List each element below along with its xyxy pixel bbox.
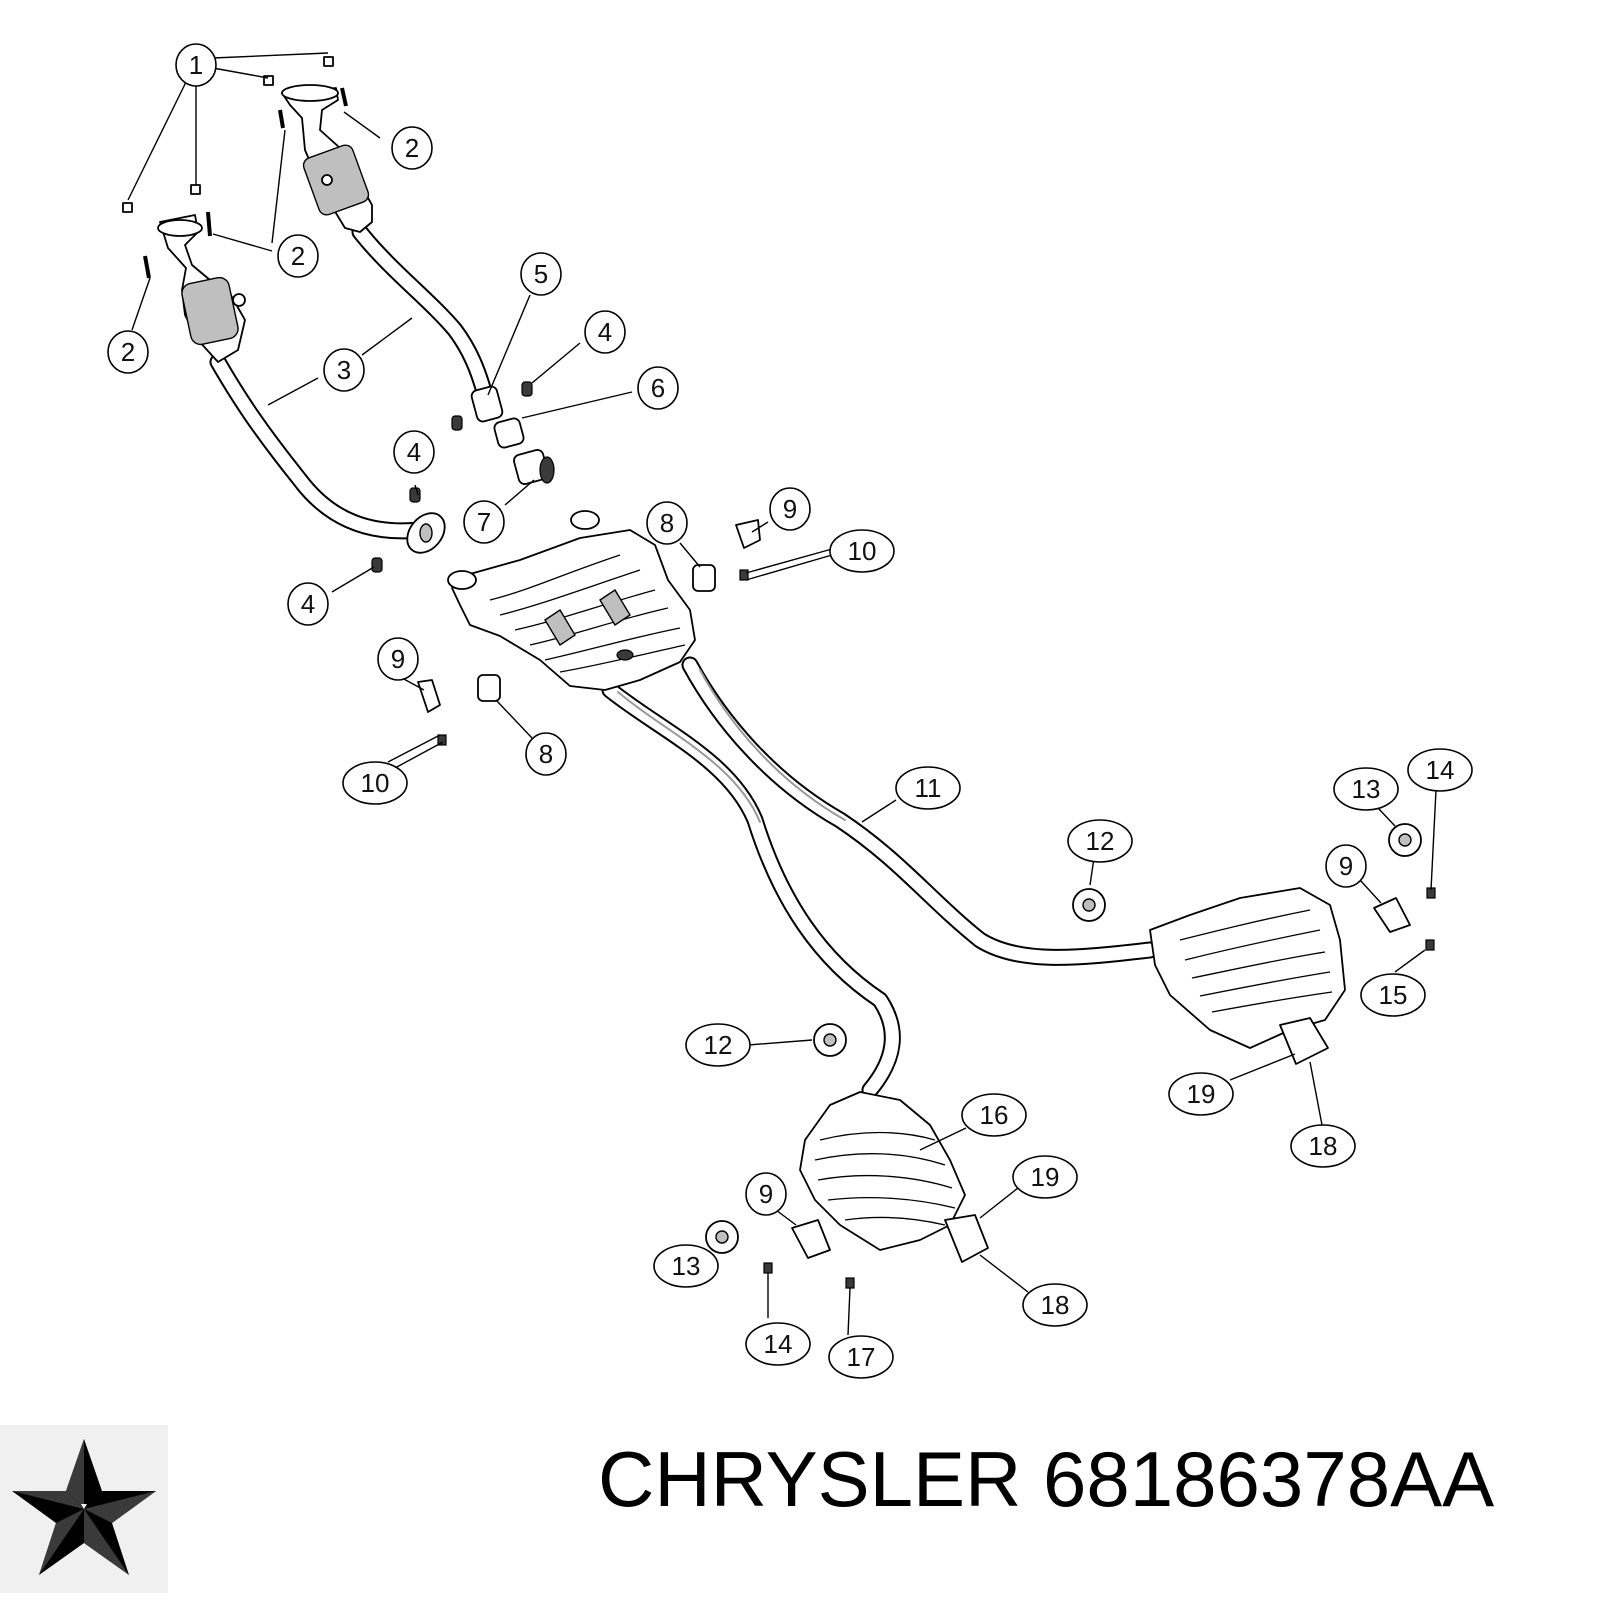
callout-9: 9 — [1325, 844, 1367, 888]
callout-3: 3 — [323, 348, 365, 392]
callout-label: 11 — [915, 773, 942, 803]
callout-label: 12 — [704, 1030, 733, 1060]
callout-label: 14 — [764, 1329, 793, 1359]
callout-label: 13 — [1352, 774, 1381, 804]
callout-label: 3 — [337, 355, 351, 385]
callout-label: 13 — [672, 1251, 701, 1281]
callout-label: 19 — [1187, 1079, 1216, 1109]
callout-18: 18 — [1290, 1124, 1356, 1168]
callout-label: 2 — [405, 133, 419, 163]
callout-10: 10 — [829, 529, 895, 573]
callout-label: 15 — [1379, 980, 1408, 1010]
callout-12: 12 — [1067, 819, 1133, 863]
callout-7: 7 — [463, 500, 505, 544]
callout-label: 14 — [1426, 755, 1455, 785]
callout-label: 18 — [1309, 1131, 1338, 1161]
callout-label: 9 — [1339, 851, 1353, 881]
callout-1: 1 — [175, 43, 217, 87]
callout-13: 13 — [1333, 767, 1399, 811]
callout-label: 2 — [291, 241, 305, 271]
callout-19: 19 — [1012, 1155, 1078, 1199]
callout-9: 9 — [745, 1172, 787, 1216]
callout-label: 19 — [1031, 1162, 1060, 1192]
callout-19: 19 — [1168, 1072, 1234, 1116]
callout-label: 8 — [660, 508, 674, 538]
callout-label: 9 — [783, 494, 797, 524]
callout-9: 9 — [377, 637, 419, 681]
callout-8: 8 — [525, 732, 567, 776]
callout-label: 10 — [848, 536, 877, 566]
callout-2: 2 — [277, 234, 319, 278]
callout-13: 13 — [653, 1244, 719, 1288]
callout-label: 10 — [361, 768, 390, 798]
callout-label: 4 — [407, 437, 421, 467]
callout-5: 5 — [520, 252, 562, 296]
pentastar-logo — [0, 1425, 168, 1593]
callout-4: 4 — [584, 310, 626, 354]
callout-15: 15 — [1360, 973, 1426, 1017]
callout-4: 4 — [393, 430, 435, 474]
callout-label: 1 — [189, 50, 203, 80]
callout-label: 4 — [301, 589, 315, 619]
callout-label: 6 — [651, 373, 665, 403]
callout-label: 4 — [598, 317, 612, 347]
callout-label: 17 — [847, 1342, 876, 1372]
callout-6: 6 — [637, 366, 679, 410]
lower-muffler — [799, 1091, 989, 1263]
callout-9: 9 — [769, 487, 811, 531]
callout-14: 14 — [1407, 748, 1473, 792]
callout-2: 2 — [391, 126, 433, 170]
pipes — [209, 223, 1159, 1099]
callout-2: 2 — [107, 330, 149, 374]
callout-14: 14 — [745, 1322, 811, 1366]
callout-label: 12 — [1086, 826, 1115, 856]
center-resonator — [447, 510, 696, 691]
leader-lines — [127, 52, 1437, 1336]
left-catalytic-converter — [157, 214, 246, 363]
callout-18: 18 — [1022, 1283, 1088, 1327]
callout-17: 17 — [828, 1335, 894, 1379]
callout-label: 8 — [539, 739, 553, 769]
callout-4: 4 — [287, 582, 329, 626]
isolators — [417, 519, 1436, 1289]
callout-label: 5 — [534, 259, 548, 289]
right-catalytic-converter — [281, 84, 373, 233]
callout-8: 8 — [646, 501, 688, 545]
part-number-caption: CHRYSLER 68186378AA — [598, 1435, 1495, 1523]
callout-label: 9 — [391, 644, 405, 674]
springs — [371, 381, 533, 573]
callout-11: 11 — [895, 766, 961, 810]
callout-label: 16 — [980, 1100, 1009, 1130]
right-muffler — [1149, 887, 1346, 1065]
callout-label: 7 — [477, 507, 491, 537]
callout-label: 9 — [759, 1179, 773, 1209]
callout-label: 18 — [1041, 1290, 1070, 1320]
callout-10: 10 — [342, 761, 408, 805]
callout-16: 16 — [961, 1093, 1027, 1137]
callout-12: 12 — [685, 1023, 751, 1067]
clamps — [406, 385, 555, 554]
callout-label: 2 — [121, 337, 135, 367]
